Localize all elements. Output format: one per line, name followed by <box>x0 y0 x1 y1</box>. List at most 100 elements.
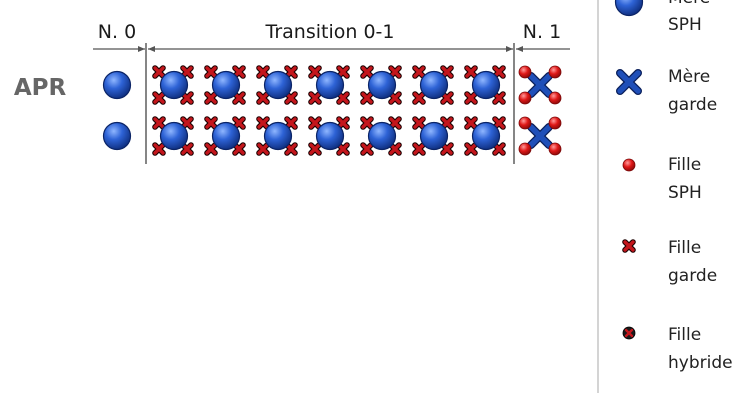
daughter-guard-particle <box>183 119 191 127</box>
legend-label-line2: SPH <box>668 183 702 203</box>
daughter-guard-particle <box>155 145 163 153</box>
daughter-guard-particle <box>495 68 503 76</box>
legend-label-line1: Fille <box>668 238 701 258</box>
daughter-guard-particle <box>287 119 295 127</box>
daughter-guard-particle <box>391 68 399 76</box>
daughter-guard-particle <box>183 145 191 153</box>
daughter-sph-particle <box>518 116 532 130</box>
mother-sph-particle <box>367 70 397 100</box>
daughter-guard-particle <box>363 145 371 153</box>
daughter-sph-particle <box>548 116 562 130</box>
legend-label-line2: garde <box>668 95 717 115</box>
region-title-n1: N. 1 <box>523 21 561 43</box>
legend-label-line1: Mère <box>668 67 710 87</box>
legend-label-line2: garde <box>668 266 717 286</box>
daughter-guard-particle <box>235 68 243 76</box>
daughter-sph-particle <box>548 65 562 79</box>
daughter-guard-particle <box>415 119 423 127</box>
mother-sph-particle <box>471 121 501 151</box>
daughter-guard-particle <box>207 119 215 127</box>
daughter-guard-particle <box>155 119 163 127</box>
mother-sph-icon <box>614 0 644 17</box>
mother-sph-particle <box>315 70 345 100</box>
mother-sph-particle <box>102 70 132 100</box>
daughter-guard-particle <box>311 145 319 153</box>
mother-sph-particle <box>419 70 449 100</box>
daughter-guard-particle <box>363 94 371 102</box>
daughter-guard-particle <box>391 94 399 102</box>
mother-sph-particle <box>315 121 345 151</box>
legend-label-line2: hybride <box>668 353 733 373</box>
daughter-guard-particle <box>363 119 371 127</box>
daughter-guard-particle <box>155 68 163 76</box>
daughter-guard-particle <box>443 145 451 153</box>
mother-sph-particle <box>263 121 293 151</box>
daughter-guard-particle <box>495 119 503 127</box>
daughter-guard-particle <box>443 94 451 102</box>
legend-label-line2: SPH <box>668 15 702 35</box>
daughter-guard-particle <box>467 94 475 102</box>
mother-sph-particle <box>211 70 241 100</box>
daughter-guard-particle <box>235 119 243 127</box>
daughter-sph-particle <box>548 91 562 105</box>
daughter-guard-particle <box>287 94 295 102</box>
daughter-guard-particle <box>495 145 503 153</box>
mother-guard-particle <box>531 127 549 145</box>
legend-label-line1: Mère <box>668 0 710 8</box>
daughter-guard-particle <box>311 94 319 102</box>
mother-sph-particle <box>159 121 189 151</box>
daughter-guard-particle <box>363 68 371 76</box>
daughter-guard-particle <box>311 119 319 127</box>
legend-item-daughter-guard: Fille garde <box>625 238 717 286</box>
daughter-guard-particle <box>415 68 423 76</box>
daughter-sph-icon <box>622 158 636 172</box>
legend-item-daughter-hybrid: Fille hybride <box>622 325 733 373</box>
daughter-sph-particle <box>548 142 562 156</box>
daughter-guard-particle <box>183 94 191 102</box>
daughter-guard-particle <box>259 145 267 153</box>
legend: Mère SPH Mère garde Fille SPH Fille gard… <box>614 0 733 373</box>
daughter-guard-particle <box>259 119 267 127</box>
daughter-sph-particle <box>518 142 532 156</box>
mother-sph-particle <box>263 70 293 100</box>
mother-guard-particle <box>531 76 549 94</box>
daughter-guard-particle <box>183 68 191 76</box>
daughter-guard-particle <box>339 68 347 76</box>
daughter-guard-particle <box>207 68 215 76</box>
mother-sph-particle <box>211 121 241 151</box>
legend-item-mother-guard: Mère garde <box>620 67 717 115</box>
daughter-guard-particle <box>467 145 475 153</box>
daughter-guard-particle <box>155 94 163 102</box>
daughter-guard-particle <box>391 119 399 127</box>
row-label-apr: APR <box>14 75 67 101</box>
legend-item-mother-sph: Mère SPH <box>614 0 710 35</box>
mother-sph-particle <box>419 121 449 151</box>
daughter-sph-particle <box>518 65 532 79</box>
daughter-guard-particle <box>235 94 243 102</box>
daughter-guard-particle <box>287 145 295 153</box>
daughter-guard-particle <box>259 68 267 76</box>
mother-guard-icon <box>620 73 638 91</box>
daughter-sph-particle <box>518 91 532 105</box>
mother-sph-particle <box>159 70 189 100</box>
mother-sph-particle <box>471 70 501 100</box>
daughter-guard-particle <box>339 119 347 127</box>
region-title-transition: Transition 0-1 <box>265 21 395 43</box>
particle-grid <box>102 65 562 156</box>
daughter-guard-particle <box>311 68 319 76</box>
daughter-guard-particle <box>207 94 215 102</box>
daughter-guard-particle <box>207 145 215 153</box>
daughter-guard-particle <box>443 68 451 76</box>
legend-item-daughter-sph: Fille SPH <box>622 155 702 203</box>
daughter-guard-particle <box>339 145 347 153</box>
mother-sph-particle <box>367 121 397 151</box>
legend-label-line1: Fille <box>668 325 701 345</box>
legend-label-line1: Fille <box>668 155 701 175</box>
daughter-guard-particle <box>415 94 423 102</box>
daughter-guard-particle <box>443 119 451 127</box>
mother-sph-particle <box>102 121 132 151</box>
daughter-guard-particle <box>259 94 267 102</box>
daughter-guard-particle <box>495 94 503 102</box>
daughter-guard-particle <box>415 145 423 153</box>
